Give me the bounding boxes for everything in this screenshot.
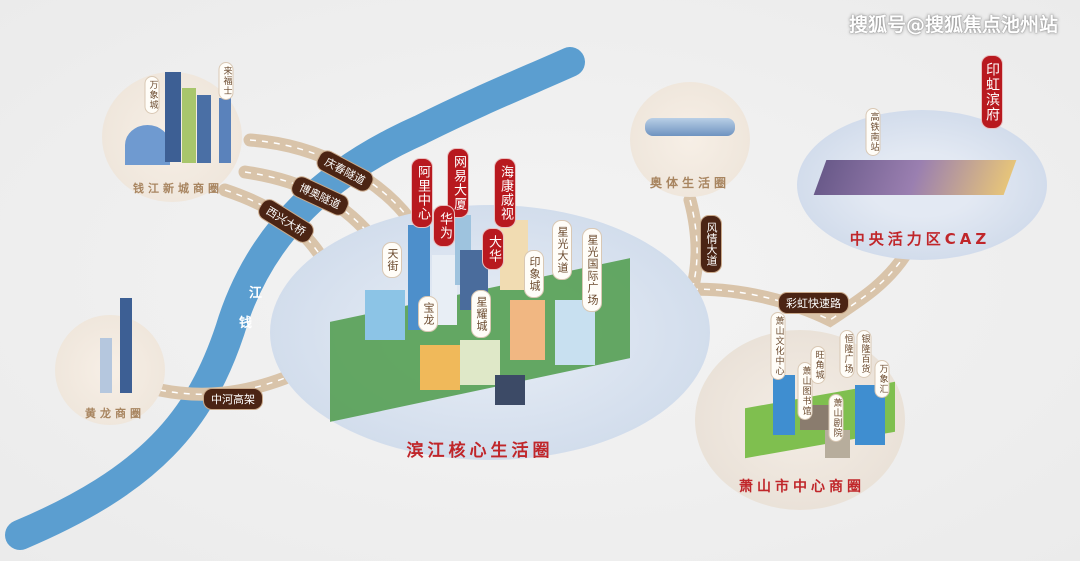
zone-label-aoti: 奥体生活圈 — [649, 176, 731, 190]
pin-hikvision[interactable]: 海康威视 — [494, 158, 516, 228]
building-icon — [500, 220, 528, 290]
river-label: 江 — [249, 286, 263, 301]
stadium-icon — [645, 118, 735, 136]
river-label: 钱 — [239, 316, 253, 331]
building-icon — [510, 300, 545, 360]
qiantang-river — [5, 47, 585, 550]
building-icon — [197, 95, 211, 163]
pin-xiaoshan-library[interactable]: 萧山图书馆 — [797, 362, 813, 420]
road-tag-caihong: 彩虹快速路 — [778, 292, 849, 314]
zone-label-qianjiang: 钱江新城商圈 — [133, 182, 223, 195]
pin-dahua[interactable]: 大华 — [482, 228, 504, 270]
zone-label-xiaoshan: 萧山市中心商圈 — [739, 479, 865, 495]
zone-label-binjiang: 滨江核心生活圈 — [406, 441, 554, 461]
road-tag-zhonghe: 中河高架 — [203, 388, 263, 410]
pin-xingguang-plaza[interactable]: 星光国际广场 — [582, 228, 602, 312]
pin-tianjie[interactable]: 天街 — [382, 242, 402, 278]
building-icon — [100, 338, 112, 393]
building-icon — [125, 125, 170, 165]
pin-henglong-plaza[interactable]: 恒隆广场 — [839, 330, 855, 378]
building-icon — [182, 88, 196, 163]
pin-yinlong-department[interactable]: 银隆百货 — [856, 330, 872, 378]
pin-xiaoshan-culture-center[interactable]: 萧山文化中心 — [770, 312, 786, 380]
pin-wanxianghui[interactable]: 万象汇 — [874, 360, 890, 398]
road-fengqing-avenue — [683, 193, 704, 297]
pin-netease[interactable]: 网易大厦 — [447, 148, 469, 218]
building-icon — [460, 340, 500, 385]
pin-xingyaocheng[interactable]: 星耀城 — [471, 290, 491, 338]
building-icon — [165, 72, 181, 162]
zone-aoti[interactable] — [630, 82, 750, 197]
road-tag-fengqing: 风情大道 — [700, 215, 722, 273]
pin-high-speed-rail-south[interactable]: 高铁南站 — [865, 108, 881, 156]
watermark: 搜狐号@搜狐焦点池州站 — [848, 14, 1058, 36]
tower-icon — [120, 298, 132, 393]
building-icon — [773, 375, 795, 435]
pin-xingguang-avenue[interactable]: 星光大道 — [552, 220, 572, 280]
pin-baolong[interactable]: 宝龙 — [418, 296, 438, 332]
zone-label-caz: 中央活力区CAZ — [849, 230, 991, 248]
pin-wangjiaocheng[interactable]: 旺角城 — [810, 346, 826, 384]
building-icon — [495, 375, 525, 405]
building-icon — [420, 345, 460, 390]
zone-label-huanglong: 黄龙商圈 — [85, 407, 145, 420]
pin-wanxiangcheng[interactable]: 万象城 — [144, 76, 160, 114]
pin-project-yinhong[interactable]: 印虹滨府 — [981, 55, 1003, 129]
building-icon — [365, 290, 405, 340]
pin-huawei[interactable]: 华为 — [433, 205, 455, 247]
pin-yinxiangcheng[interactable]: 印象城 — [524, 250, 544, 298]
pin-raffles[interactable]: 来福士 — [218, 62, 234, 100]
caz-district-icon — [813, 160, 1017, 195]
pin-alibaba-center[interactable]: 阿里中心 — [411, 158, 433, 228]
building-icon — [219, 98, 231, 163]
pin-xiaoshan-theatre[interactable]: 萧山剧院 — [828, 394, 844, 442]
